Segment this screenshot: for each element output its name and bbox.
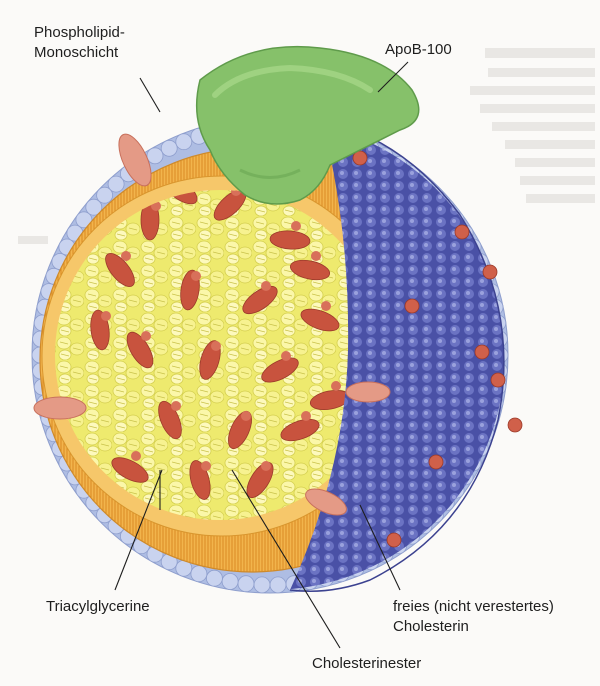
free-cholesterol-molecule — [455, 225, 469, 239]
label-phospholipid-line2: Monoschicht — [34, 43, 118, 62]
free-cholesterol-molecule — [429, 455, 443, 469]
free-cholesterol-molecule — [387, 533, 401, 547]
label-phospholipid-line1: Phospholipid- — [34, 23, 125, 42]
free-cholesterol-molecule — [405, 299, 419, 313]
free-cholesterol-molecule — [491, 373, 505, 387]
membrane-cholesterol — [34, 397, 86, 419]
free-cholesterol-molecule — [483, 265, 497, 279]
label-free-cholesterol-line2: Cholesterin — [393, 617, 469, 636]
label-triacylglycerine: Triacylglycerine — [46, 597, 150, 616]
free-cholesterol-molecule — [475, 345, 489, 359]
label-free-cholesterol-line1: freies (nicht verestertes) — [393, 597, 554, 616]
free-cholesterol-molecule — [508, 418, 522, 432]
label-cholesterinester: Cholesterinester — [312, 654, 421, 673]
label-apob: ApoB-100 — [385, 40, 452, 59]
